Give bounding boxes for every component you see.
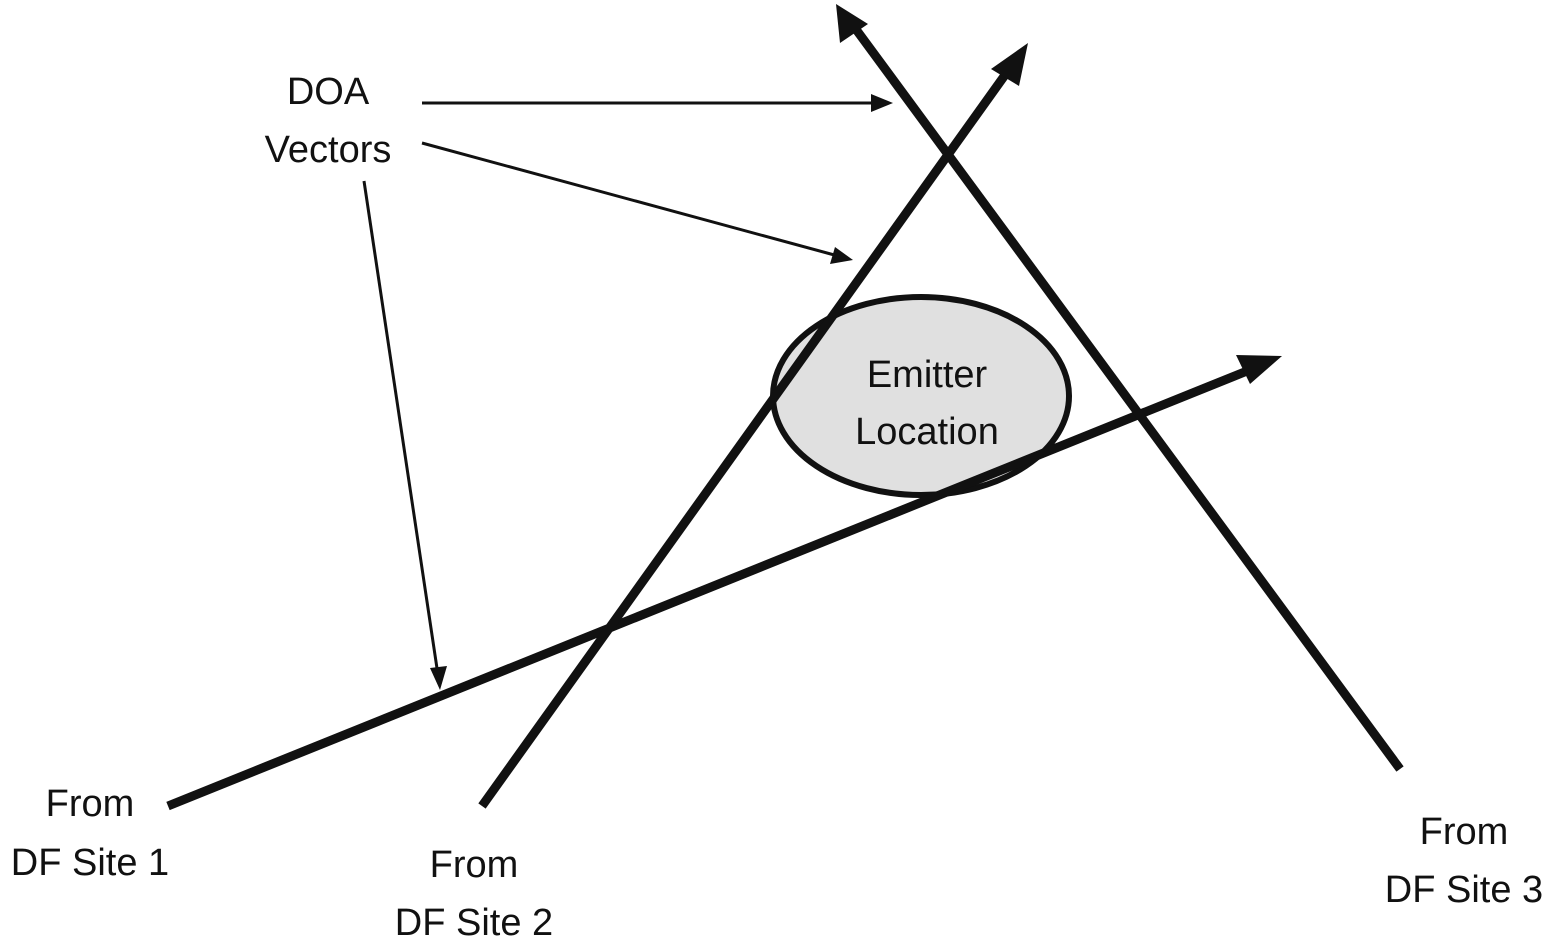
site-1-label-line1: From xyxy=(46,783,135,825)
site-3-label-line1: From xyxy=(1420,811,1509,853)
emitter-label-line2: Location xyxy=(855,411,999,453)
doa-vector-site-1 xyxy=(166,355,1282,811)
pointer-to-site-1-vector xyxy=(362,180,440,676)
doa-vector-site-2 xyxy=(478,43,1028,809)
arrowhead-site-1 xyxy=(1236,355,1282,384)
doa-vectors-label-line2: Vectors xyxy=(265,129,392,171)
doa-vector-site-3 xyxy=(836,4,1404,772)
emitter-label-line1: Emitter xyxy=(867,354,988,396)
site-2-label-line1: From xyxy=(430,844,519,886)
pointer-to-site-2-vector xyxy=(421,141,839,258)
site-1-label-line2: DF Site 1 xyxy=(11,842,169,884)
arrowhead-site-3 xyxy=(836,4,868,43)
site-2-label-line2: DF Site 2 xyxy=(395,902,553,944)
arrowhead-site-2 xyxy=(991,43,1028,86)
label-pointer-arrows xyxy=(362,94,893,690)
doa-vectors-label-line1: DOA xyxy=(287,71,370,113)
site-3-label-line2: DF Site 3 xyxy=(1385,869,1543,911)
